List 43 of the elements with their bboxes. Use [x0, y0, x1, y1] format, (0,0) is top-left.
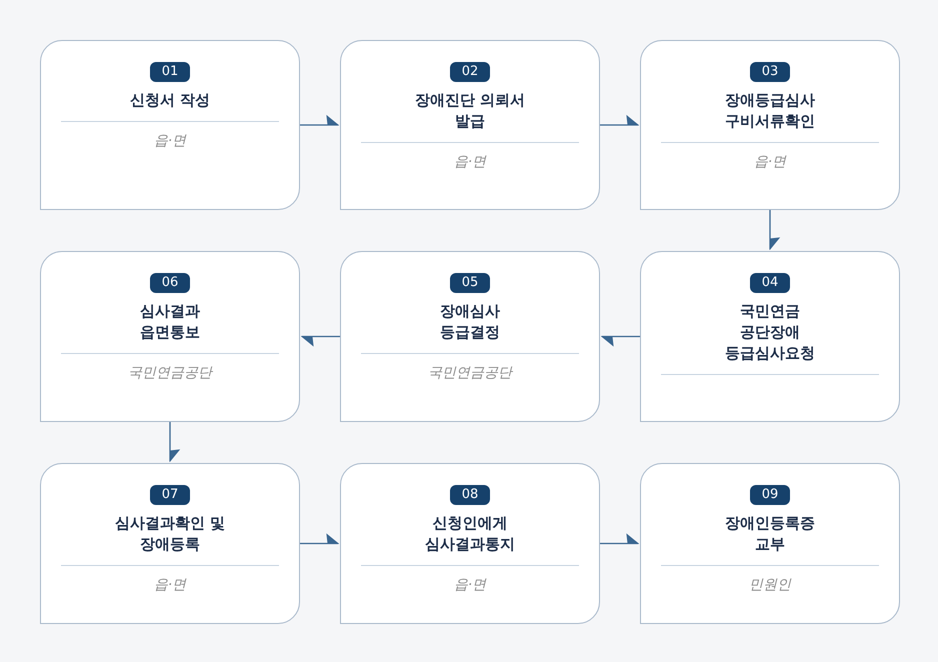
step-card: [640, 463, 900, 624]
step-title: 장애등급심사 구비서류확인: [724, 90, 816, 132]
step-card: [40, 40, 300, 210]
step-title: 장애진단 의뢰서 발급: [414, 90, 526, 132]
step-number-badge: 06: [150, 273, 190, 293]
step-number-badge: 09: [750, 485, 790, 505]
step-title: 신청인에게 심사결과통지: [424, 513, 516, 555]
step-number-badge: 01: [150, 62, 190, 82]
step-number-badge: 03: [750, 62, 790, 82]
agency-text: 읍·면: [454, 153, 486, 171]
agency-text: 읍·면: [454, 576, 486, 594]
arrow: [769, 210, 780, 250]
step-card: [40, 463, 300, 624]
step-title: 심사결과 읍면통보: [139, 301, 201, 343]
agency-text: 읍·면: [154, 576, 186, 594]
step-title: 장애인등록증 교부: [724, 513, 816, 555]
arrow: [602, 336, 640, 346]
agency-text: 읍·면: [754, 153, 786, 171]
step-card: [640, 40, 900, 210]
step-card: [640, 251, 900, 422]
step-title: 신청서 작성: [130, 90, 210, 111]
step-number-badge: 07: [150, 485, 190, 505]
step-number-badge: 05: [450, 273, 490, 293]
arrow: [600, 534, 638, 544]
agency-text: 국민연금공단: [428, 364, 512, 382]
step-card: [340, 463, 600, 624]
step-number-badge: 04: [750, 273, 790, 293]
step-number-badge: 02: [450, 62, 490, 82]
agency-text: 민원인: [749, 576, 791, 594]
arrow: [169, 422, 180, 462]
arrow: [600, 116, 638, 126]
arrow: [300, 534, 338, 544]
step-card: [340, 251, 600, 422]
arrow: [302, 336, 340, 346]
step-title: 국민연금 공단장애 등급심사요청: [724, 301, 816, 364]
arrow: [300, 116, 338, 126]
step-number-badge: 08: [450, 485, 490, 505]
step-card: [40, 251, 300, 422]
step-card: [340, 40, 600, 210]
agency-text: 읍·면: [154, 132, 186, 150]
step-title: 심사결과확인 및 장애등록: [114, 513, 226, 555]
agency-text: 국민연금공단: [128, 364, 212, 382]
step-title: 장애심사 등급결정: [439, 301, 501, 343]
